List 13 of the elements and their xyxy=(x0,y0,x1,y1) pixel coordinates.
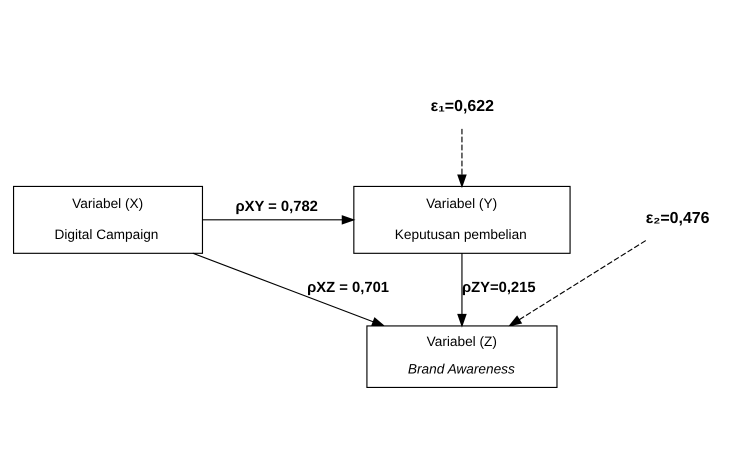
edge-label: ρXZ = 0,701 xyxy=(306,280,389,296)
edge-label: ρZY=0,215 xyxy=(461,280,536,296)
arrow xyxy=(192,252,386,326)
edge-label: ρXY = 0,782 xyxy=(234,198,318,215)
arrow xyxy=(202,214,355,224)
arrow xyxy=(456,252,466,328)
node-text: ε₂=0,476 xyxy=(645,209,710,226)
arrow xyxy=(508,240,646,326)
node-box: Variabel (Z) Brand Awareness xyxy=(366,324,558,388)
node-text: ε₁=0,622 xyxy=(430,98,494,115)
node-box: Variabel (Y) Keputusan pembelian xyxy=(352,185,570,254)
node-box: Variabel (X) Digital Campaign xyxy=(12,185,203,254)
arrow xyxy=(456,128,466,188)
